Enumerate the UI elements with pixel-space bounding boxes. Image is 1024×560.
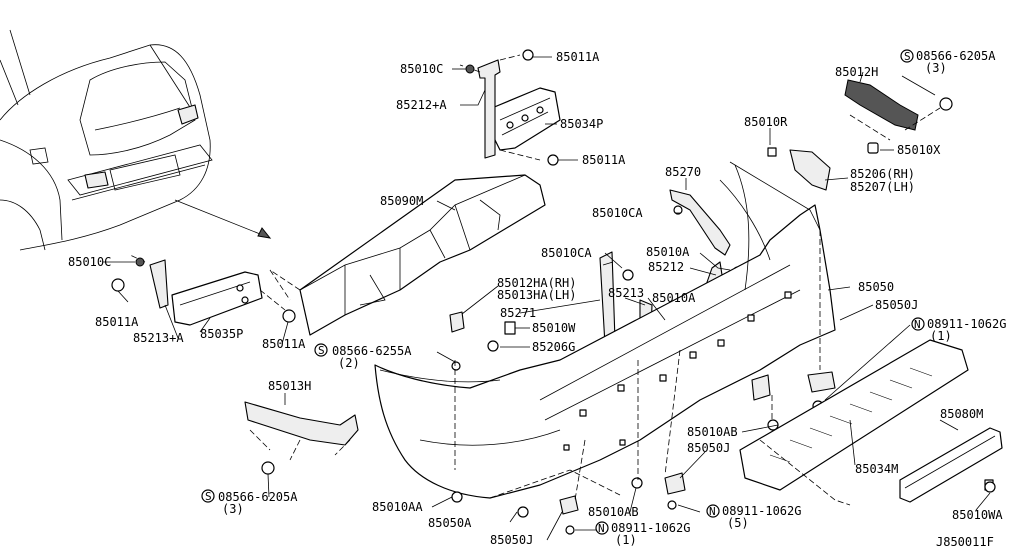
label-85270: 85270 [665,165,701,179]
label-85212: 85212 [648,260,684,274]
label-85206: 85206(RH) [850,167,915,181]
nut-symbol-icon [706,504,720,518]
screw-symbol-text: S [904,50,911,63]
label-85011a-left2: 85011A [262,337,306,351]
nut-symbol-text: N [598,522,605,535]
label-85010a-2: 85010A [652,291,696,305]
label-85034m: 85034M [855,462,898,476]
label-85010a-1: 85010A [646,245,690,259]
side-bracket-85206 [767,147,831,191]
label-85013h: 85013H [268,379,311,393]
screw-symbol-icon [201,489,215,503]
label-85213a: 85213+A [133,331,184,345]
label-85050j-mid: 85050J [687,441,730,455]
label-85050a: 85050A [428,516,472,530]
label-85011a-top: 85011A [556,50,600,64]
label-08911-1062g-mid: 08911-1062G [722,504,801,518]
label-08566-6255a-qty: (2) [338,356,360,370]
symbol-markers: S S S N N N [201,49,925,535]
diagram-code: J850011F [936,535,994,549]
screw-symbol-text: S [205,490,212,503]
nut-symbol-text: N [709,505,716,518]
label-85213: 85213 [608,286,644,300]
label-08911-1062g-bottom-qty: (1) [615,533,637,547]
label-85080m: 85080M [940,407,983,421]
label-85012h: 85012H [835,65,878,79]
label-85010ab-right: 85010AB [687,425,738,439]
label-85010c-left: 85010C [68,255,111,269]
label-85207: 85207(LH) [850,180,915,194]
label-85010w: 85010W [532,321,576,335]
energy-absorber-85090m [299,174,546,336]
bracket-85012h [844,79,953,154]
label-85034p: 85034P [560,117,603,131]
label-08566-6205a-bottom-qty: (3) [222,502,244,516]
leader-lines [103,56,991,541]
vehicle-rear-view [0,29,272,251]
screw-symbol-text: S [318,344,325,357]
bottom-fasteners [451,472,996,535]
label-08566-6205a-top-qty: (3) [925,61,947,75]
screw-symbol-icon [314,343,328,357]
label-85010wa: 85010WA [952,508,1003,522]
label-85271: 85271 [500,306,536,320]
label-85011a-left: 85011A [95,315,139,329]
label-85050j-bottom: 85050J [490,533,533,547]
bracket-85034p [459,49,561,166]
label-08566-6205a-top: 08566-6205A [916,49,996,63]
assembly-lines [269,230,851,506]
label-85050: 85050 [858,280,894,294]
label-85010ca-2: 85010CA [541,246,592,260]
label-85012ha: 85012HA(RH) [497,276,576,290]
label-08911-1062g-right: 08911-1062G [927,317,1006,331]
label-85010aa: 85010AA [372,500,423,514]
bumper-fascia-85050 [374,161,836,499]
label-08911-1062g-mid-qty: (5) [727,516,749,530]
bracket-85035p [111,254,296,326]
nut-symbol-icon [911,317,925,331]
label-85013ha: 85013HA(LH) [497,288,576,302]
label-08566-6255a: 08566-6255A [332,344,412,358]
part-labels: 85010C 85011A 85212+A 85034P 85011A 0856… [68,49,1006,549]
label-85010r: 85010R [744,115,788,129]
label-85050j-right: 85050J [875,298,918,312]
label-08566-6205a-bottom: 08566-6205A [218,490,298,504]
label-85010ab-bottom: 85010AB [588,505,639,519]
label-08911-1062g-bottom: 08911-1062G [611,521,690,535]
step-plate-85034m [739,339,969,491]
nut-symbol-icon [595,521,609,535]
label-85212a-top: 85212+A [396,98,447,112]
label-85206g: 85206G [532,340,575,354]
bracket-85013h [244,401,359,475]
label-85011a-mid: 85011A [582,153,626,167]
nut-symbol-text: N [914,318,921,331]
label-85010x: 85010X [897,143,941,157]
label-85010ca-1: 85010CA [592,206,643,220]
label-85090m: 85090M [380,194,423,208]
label-85035p: 85035P [200,327,243,341]
screw-symbol-icon [900,49,914,63]
label-08911-1062g-right-qty: (1) [930,329,952,343]
label-85010c-top: 85010C [400,62,443,76]
